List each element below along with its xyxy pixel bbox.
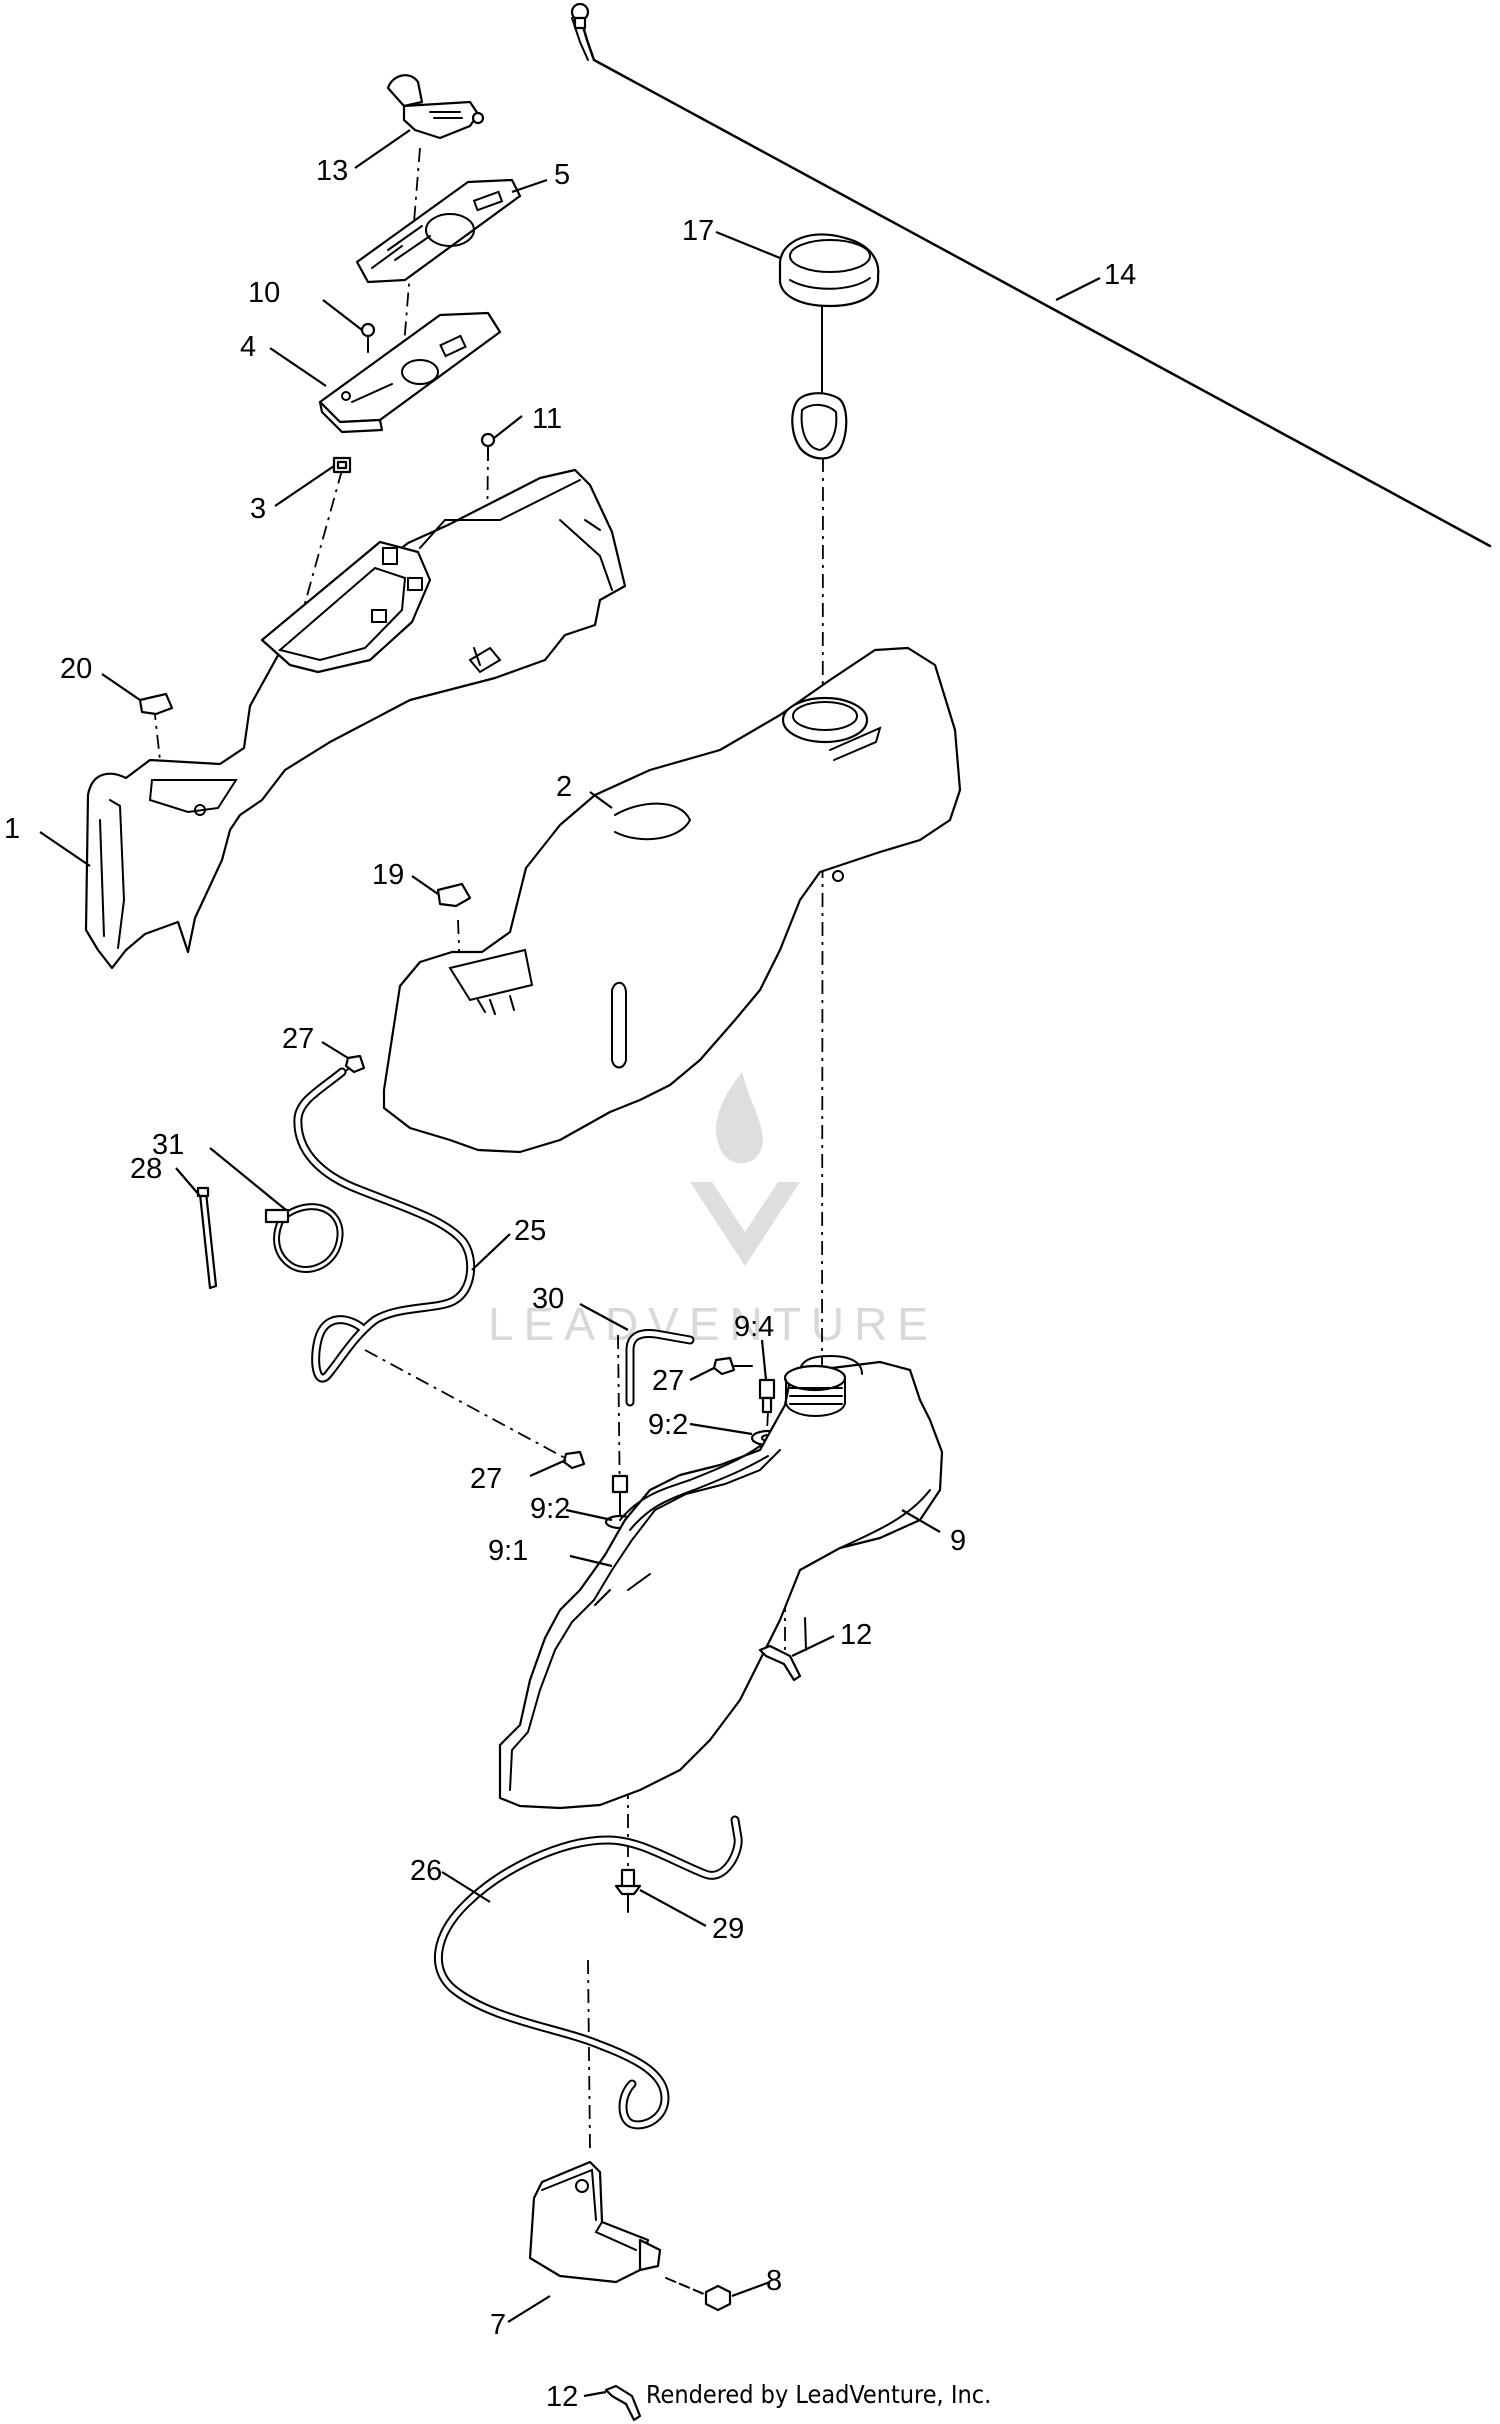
callout-3: 3: [250, 493, 266, 525]
callout-9-4: 9:4: [734, 1311, 774, 1343]
callout-11: 11: [532, 403, 562, 435]
part-screw-11: [480, 432, 496, 461]
part-hose-25: [293, 1067, 476, 1383]
part-dipstick-rod: [570, 2, 1492, 548]
callout-1: 1: [4, 813, 20, 845]
callout-20: 20: [60, 653, 92, 685]
part-tube-30: [625, 1329, 695, 1407]
callout-4: 4: [240, 331, 256, 363]
callout-30: 30: [532, 1283, 564, 1315]
credit-text: Rendered by LeadVenture, Inc.: [646, 2380, 991, 2409]
callout-2: 2: [556, 771, 572, 803]
part-tank-cover: [382, 646, 962, 1154]
callout-labels: 13 5 10 4 11 3 17 14 20 1 2 19 27 31 28 …: [4, 155, 1136, 2413]
part-knob: [386, 74, 485, 140]
callout-14: 14: [1104, 259, 1136, 291]
callout-27a: 27: [282, 1023, 314, 1055]
watermark: LEADVENTURE: [488, 1072, 938, 1350]
callout-27b: 27: [652, 1365, 684, 1397]
callout-9: 9: [950, 1525, 966, 1557]
part-decal-20: [138, 692, 174, 716]
part-nut-8: [665, 2277, 732, 2312]
part-decal: [355, 178, 522, 284]
callout-12a: 12: [840, 1619, 872, 1651]
part-clip-3: [332, 456, 352, 474]
callout-7: 7: [490, 2309, 506, 2341]
part-valve-29: [614, 1868, 642, 1913]
callout-17: 17: [682, 215, 714, 247]
callout-10: 10: [248, 277, 280, 309]
callout-29: 29: [712, 1913, 744, 1945]
callout-27c: 27: [470, 1463, 502, 1495]
part-fuel-cap: [778, 233, 880, 460]
callout-12b: 12: [546, 2381, 578, 2413]
part-clip-12a: [758, 1644, 802, 1682]
part-valve-9-4: [758, 1378, 776, 1414]
watermark-text: LEADVENTURE: [488, 1298, 938, 1350]
part-strap-28: [196, 1186, 218, 1290]
callout-9-1: 9:1: [488, 1535, 528, 1567]
part-bracket-7: [528, 2160, 662, 2284]
callout-9-2b: 9:2: [530, 1493, 570, 1525]
part-clamp-31: [264, 1203, 344, 1273]
leader-lines: [39, 129, 1101, 2398]
callout-28: 28: [130, 1153, 162, 1185]
callout-25: 25: [514, 1215, 546, 1247]
part-decal-19: [436, 882, 472, 908]
callout-19: 19: [372, 859, 404, 891]
watermark-v-icon: [690, 1182, 800, 1266]
callout-26: 26: [410, 1855, 442, 1887]
part-plate: [318, 311, 502, 434]
callout-8: 8: [766, 2265, 782, 2297]
part-fuel-tank: [498, 1354, 944, 1810]
callout-13: 13: [316, 155, 348, 187]
part-console-cover: [84, 468, 627, 970]
callout-9-2a: 9:2: [648, 1409, 688, 1441]
part-fitting-27a: [344, 1054, 366, 1074]
part-fitting-27b: [712, 1356, 753, 1376]
part-screw-10: [360, 322, 376, 353]
part-fitting-27c: [562, 1450, 586, 1470]
watermark-flame-icon: [715, 1072, 763, 1164]
part-hose-26: [434, 1815, 743, 2130]
callout-5: 5: [554, 159, 570, 191]
part-clip-12b: [604, 2384, 642, 2422]
callout-31: 31: [152, 1129, 184, 1161]
